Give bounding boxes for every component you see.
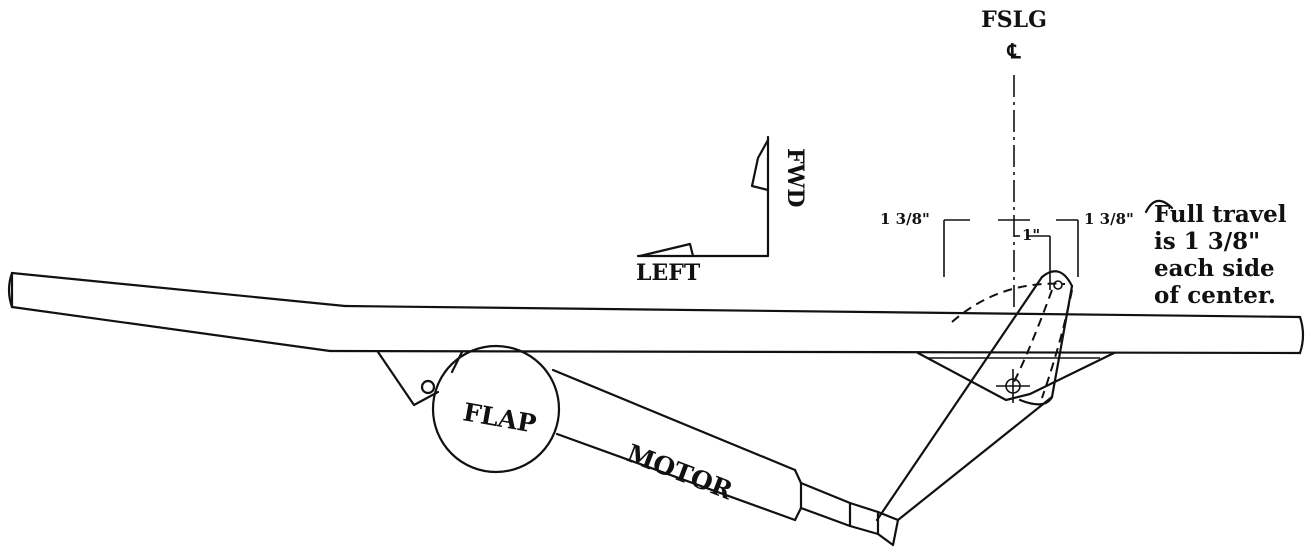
arm-pivot xyxy=(1053,280,1063,290)
note-line-1: Full travel xyxy=(1154,201,1287,228)
flap-motor-body: FLAP xyxy=(431,344,561,474)
center-dimension: 1" xyxy=(1022,226,1040,244)
travel-note: Full travel is 1 3/8" each side of cente… xyxy=(1154,201,1287,309)
flap-label: FLAP xyxy=(461,397,539,438)
right-bracket xyxy=(916,351,1116,403)
fuselage-centerline: FSLG ℄ xyxy=(981,7,1047,312)
left-bracket xyxy=(376,350,464,407)
fslg-label: FSLG xyxy=(981,7,1047,33)
dimension-lines: 1 3/8" 1 3/8" 1" xyxy=(880,199,1174,290)
right-dimension: 1 3/8" xyxy=(1084,210,1134,228)
motor-label: MOTOR xyxy=(623,439,737,506)
centerline-symbol: ℄ xyxy=(1007,39,1022,63)
main-beam xyxy=(7,271,1305,355)
note-line-4: of center. xyxy=(1154,282,1276,309)
fwd-label: FWD xyxy=(782,148,808,207)
linkage-arms xyxy=(875,270,1074,522)
left-dimension: 1 3/8" xyxy=(880,210,930,228)
motor-actuator: MOTOR xyxy=(551,368,900,547)
direction-indicator: FWD LEFT xyxy=(636,135,808,286)
note-leader xyxy=(1144,199,1174,214)
note-line-3: each side xyxy=(1154,255,1275,282)
left-label: LEFT xyxy=(636,260,701,286)
bracket-pivot-hole xyxy=(420,379,436,395)
note-line-2: is 1 3/8" xyxy=(1154,228,1260,255)
